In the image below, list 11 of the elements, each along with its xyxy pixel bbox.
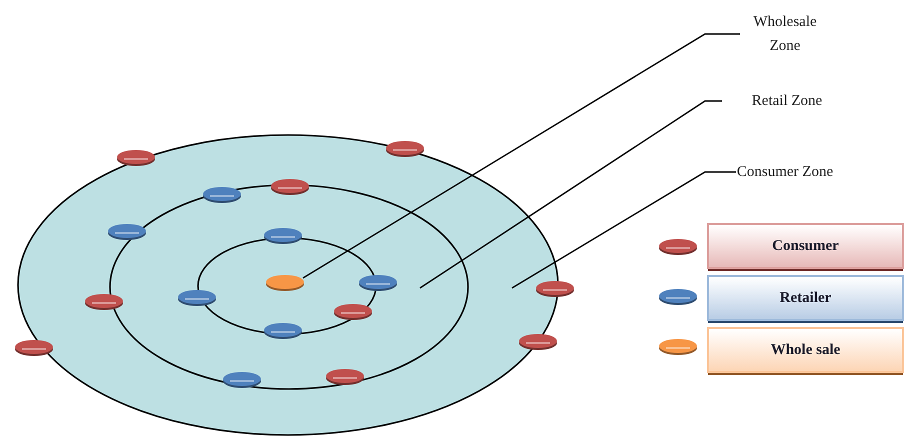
zone-label: Consumer Zone [736,148,834,196]
leader-line [420,100,722,289]
zone-label: Retail Zone [722,90,852,112]
leader-line [512,171,736,289]
legend-label: Consumer [707,223,904,269]
zone-ellipse [17,134,559,436]
leader-line [302,33,740,279]
legend-label: Retailer [707,275,904,321]
legend-label: Whole sale [707,327,904,373]
wholesaler-disk [266,275,304,291]
zone-label: Wholesale Zone [740,10,830,58]
